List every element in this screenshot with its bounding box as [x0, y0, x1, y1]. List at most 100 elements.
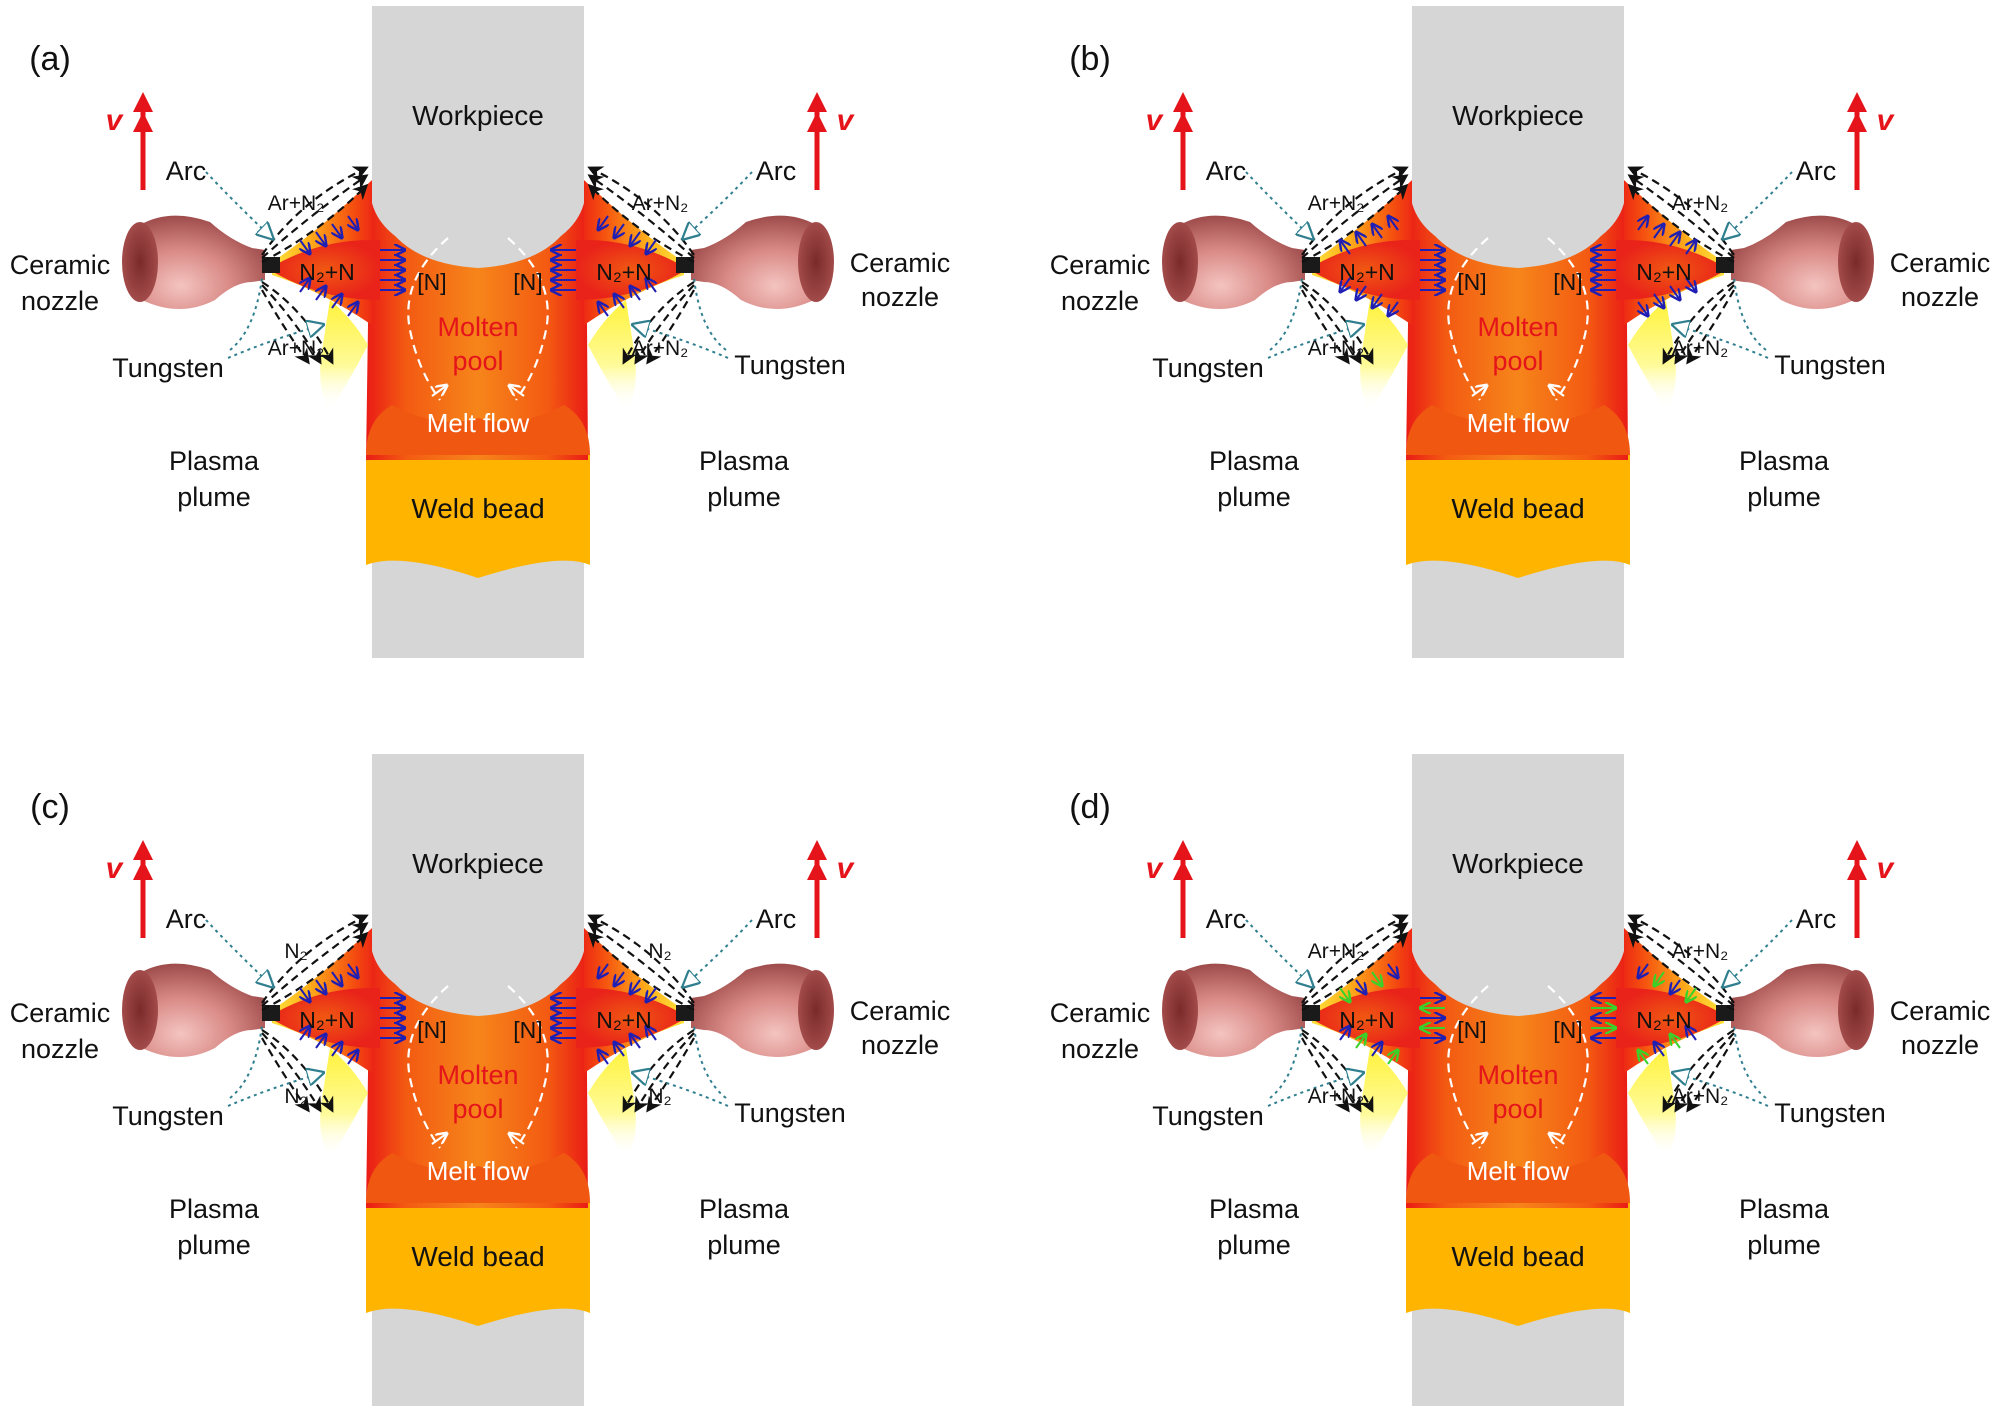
nitrogen-vector [1670, 1034, 1680, 1049]
plume-leader-right [634, 1073, 729, 1107]
ceramic-nozzle-right [676, 215, 834, 309]
dissolved-nitrogen-label: [N] [513, 269, 542, 295]
nitrogen-vector [614, 223, 624, 238]
nitrogen-vector [1686, 277, 1696, 292]
species-label: N₂+N [596, 259, 652, 285]
tungsten-leader-left [1269, 1025, 1303, 1099]
ceramic-nozzle-label: Ceramic [1050, 998, 1151, 1028]
workpiece-top [372, 754, 584, 1016]
ceramic-nozzle-label: nozzle [861, 1030, 939, 1060]
nozzle-body [1175, 215, 1305, 309]
nitrogen-vector [614, 971, 624, 986]
weld-bead-label: Weld bead [411, 493, 544, 524]
gas-composition-label: Ar+N₂ [268, 337, 325, 360]
workpiece-top [1412, 6, 1624, 268]
plasma-plume-label: plume [177, 1230, 251, 1260]
nozzle-mouth [1162, 970, 1198, 1050]
tungsten-electrode [1716, 257, 1734, 273]
velocity-arrow-right [807, 840, 827, 938]
gas-flow-right [646, 1037, 695, 1113]
nozzle-mouth [122, 222, 158, 302]
velocity-label: v [837, 104, 856, 137]
velocity-label: v [1877, 852, 1896, 885]
plasma-plume-label: Plasma [1209, 1194, 1300, 1224]
arc-label: Arc [756, 904, 797, 934]
nitrogen-vector [646, 239, 656, 254]
nitrogen-vector [598, 215, 608, 230]
ceramic-nozzle-label: Ceramic [1890, 996, 1991, 1026]
plasma-plume-label: plume [707, 482, 781, 512]
plume-right [1628, 300, 1676, 410]
tungsten-electrode [1716, 1005, 1734, 1021]
arc-label: Arc [1796, 156, 1837, 186]
species-label: N₂+N [1636, 259, 1692, 285]
dissolved-nitrogen-label: [N] [1457, 269, 1486, 295]
gas-flow-right [646, 289, 695, 365]
gas-composition-label: Ar+N₂ [1308, 940, 1365, 963]
gas-flow-left [1301, 281, 1374, 365]
nitrogen-vector [630, 1034, 640, 1049]
plasma-plume-label: Plasma [169, 446, 260, 476]
nitrogen-vector [1670, 232, 1680, 247]
molten-pool-label: Molten [437, 312, 518, 342]
workpiece-top [372, 6, 584, 268]
pool-bottom [366, 405, 590, 455]
melt-flow-arrow-right [1550, 1134, 1565, 1145]
nitrogen-vector [332, 294, 342, 309]
tungsten-label: Tungsten [112, 1101, 224, 1131]
velocity-arrow-left [1173, 840, 1193, 938]
workpiece-label: Workpiece [412, 848, 544, 879]
plasma-plume-label: Plasma [699, 446, 790, 476]
velocity-head [1847, 112, 1867, 132]
gas-flow-right [1686, 289, 1735, 365]
nitrogen-vector [1340, 277, 1350, 292]
dissolved-nitrogen-label: [N] [513, 1017, 542, 1043]
nitrogen-vector [348, 1050, 358, 1065]
gas-flow-left [1301, 1037, 1350, 1113]
nitrogen-vector [1388, 963, 1398, 978]
species-label: N₂+N [1339, 259, 1395, 285]
nozzle-body [135, 215, 265, 309]
ceramic-nozzle-left [122, 963, 280, 1057]
velocity-label: v [1146, 104, 1165, 137]
nitrogen-vector [1388, 301, 1398, 316]
core-left [270, 987, 380, 1048]
dissolved-nitrogen-label: [N] [417, 1017, 446, 1043]
species-label: N₂+N [299, 259, 355, 285]
velocity-head [1173, 112, 1193, 132]
velocity-head [133, 840, 153, 860]
ceramic-nozzle-label: nozzle [1061, 286, 1139, 316]
nozzle-body [1731, 963, 1861, 1057]
nitrogen-vector [1372, 293, 1382, 308]
tungsten-label: Tungsten [1152, 1101, 1264, 1131]
nozzle-body [135, 963, 265, 1057]
tungsten-label: Tungsten [734, 1098, 846, 1128]
gas-composition-label: N₂ [284, 940, 307, 963]
nitrogen-vector [348, 302, 358, 317]
nitrogen-vector [1356, 979, 1366, 994]
pool-bottom [1406, 1153, 1630, 1203]
tungsten-leader-right [1733, 277, 1767, 351]
gas-composition-label: Ar+N₂ [1308, 1085, 1365, 1108]
melt-flow-label: Melt flow [427, 408, 530, 438]
velocity-head [1847, 860, 1867, 880]
plasma-plume-label: plume [1747, 1230, 1821, 1260]
plasma-plume-label: plume [1217, 482, 1291, 512]
arc-leader-left [205, 919, 272, 986]
workpiece-top [1412, 754, 1624, 1016]
melt-flow-right [1547, 985, 1589, 1149]
molten-pool-label: pool [1492, 346, 1543, 376]
ceramic-nozzle-label: Ceramic [850, 248, 951, 278]
tungsten-label: Tungsten [1774, 350, 1886, 380]
melt-flow-label: Melt flow [1467, 408, 1570, 438]
weld-bead-label: Weld bead [411, 1241, 544, 1272]
velocity-arrow-left [133, 92, 153, 190]
tungsten-leader-left [1269, 277, 1303, 351]
plasma-plume-label: plume [1747, 482, 1821, 512]
workpiece-label: Workpiece [1452, 100, 1584, 131]
species-label: N₂+N [596, 1007, 652, 1033]
plasma-plume-label: Plasma [1739, 446, 1830, 476]
plume-left [320, 1048, 368, 1158]
nitrogen-vector [332, 223, 342, 238]
